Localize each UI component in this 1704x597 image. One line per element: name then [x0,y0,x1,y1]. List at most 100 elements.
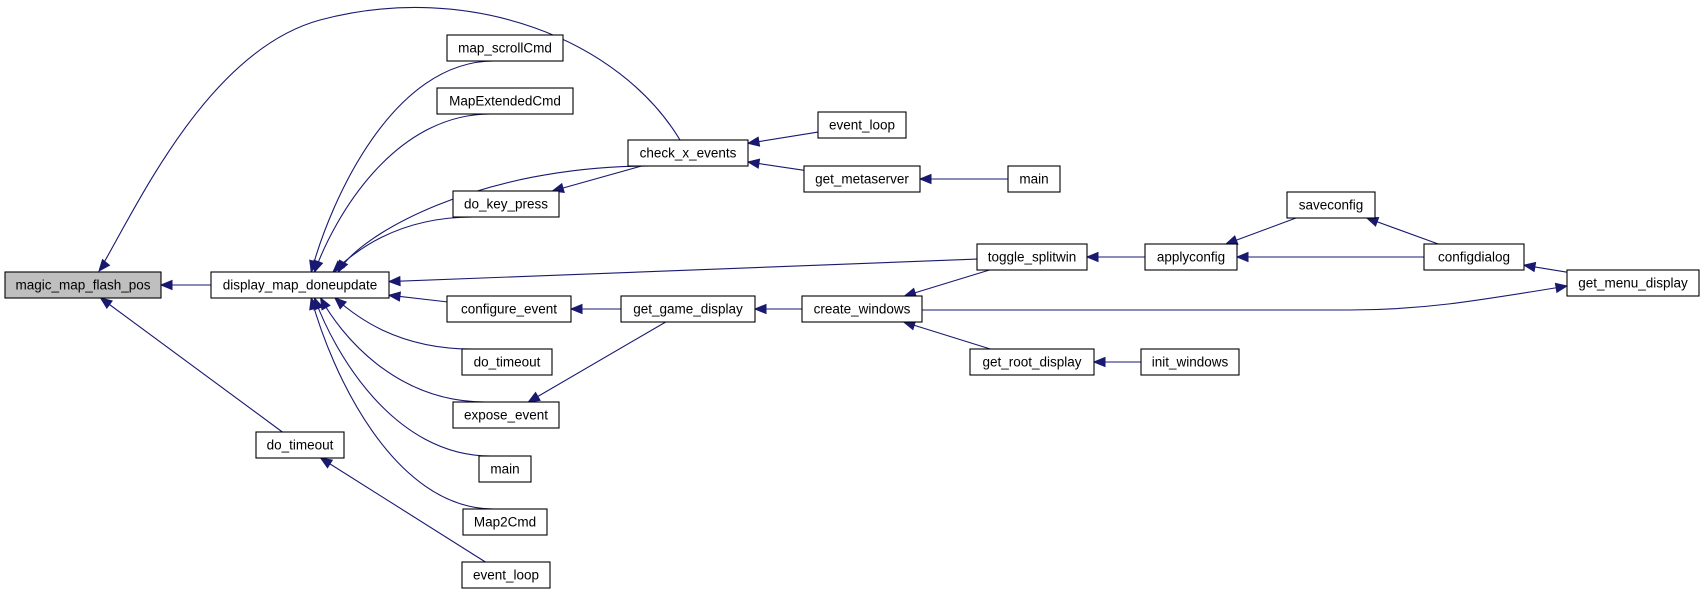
arrowhead [159,279,173,291]
edge-Map2Cmd-to-display_map_doneupdate [309,296,494,510]
arrowhead [1554,282,1569,294]
node-box [1566,269,1700,297]
node-label: init_windows [1152,355,1229,370]
node-do-key-press[interactable]: do_key_press [452,190,560,218]
edge-get_game_display-to-expose_event [527,321,666,403]
node-box [627,139,749,167]
edge-get_metaserver-to-check_x_events [746,158,805,171]
arrowhead [1224,235,1239,245]
node-label: main [490,462,519,477]
node-Map2Cmd[interactable]: Map2Cmd [462,508,548,536]
node-label: do_timeout [267,438,334,453]
node-do-timeout-b[interactable]: do_timeout [461,348,553,376]
edge-configdialog-to-applyconfig [1235,251,1424,263]
edge-line [310,60,494,273]
node-box [1144,243,1238,271]
node-box [462,508,548,536]
node-box [452,401,560,429]
node-configure-event[interactable]: configure_event [446,295,572,323]
edge-configdialog-to-saveconfig [1365,217,1439,245]
node-magic-map-flash-pos[interactable]: magic_map_flash_pos [4,271,162,299]
node-event-loop-a[interactable]: event_loop [461,561,551,589]
node-toggle-splitwin[interactable]: toggle_splitwin [976,243,1088,271]
node-label: get_root_display [982,355,1081,370]
node-label: expose_event [464,408,548,423]
arrowhead [753,303,767,315]
edge-check_x_events-to-magic_map_flash_pos [98,7,681,273]
node-main-b[interactable]: main [1007,165,1061,193]
edge-line [747,131,819,144]
node-get-game-display[interactable]: get_game_display [620,295,756,323]
node-init-windows[interactable]: init_windows [1140,348,1240,376]
node-label: event_loop [473,568,539,583]
node-label: main [1019,172,1048,187]
node-box [1423,243,1525,271]
arrowhead [313,259,324,274]
node-label: Map2Cmd [474,515,536,530]
arrowhead [99,297,113,310]
node-box [210,271,390,299]
node-get-root-display[interactable]: get_root_display [969,348,1095,376]
node-label: magic_map_flash_pos [15,278,150,293]
arrowhead [918,173,932,185]
edge-line [101,7,681,267]
edge-get_root_display-to-create_windows [902,320,991,350]
node-MapExtendedCmd[interactable]: MapExtendedCmd [436,87,574,115]
edge-get_menu_display-to-create_windows [922,282,1569,311]
edge-configure_event-to-display_map_doneupdate [387,291,448,303]
edge-line [903,321,991,350]
edge-line [1225,217,1297,245]
node-box [969,348,1095,376]
node-check-x-events[interactable]: check_x_events [627,139,749,167]
edge-check_x_events-to-display_map_doneupdate [337,165,650,274]
arrowhead [98,258,111,273]
arrowhead [1365,217,1380,227]
edge-toggle_splitwin-to-create_windows [903,269,990,298]
node-box [1140,348,1240,376]
edge-check_x_events-to-do_key_press [551,165,642,193]
node-get-metaserver[interactable]: get_metaserver [803,165,921,193]
node-display-map-doneupdate[interactable]: display_map_doneupdate [210,271,390,299]
edge-display_map_doneupdate-to-magic_map_flash_pos [159,279,211,291]
arrowhead [1085,251,1099,263]
arrowhead [309,296,320,311]
node-label: create_windows [814,302,911,317]
edge-line [313,297,491,457]
node-label: display_map_doneupdate [223,278,378,293]
node-label: toggle_splitwin [988,250,1077,265]
edge-create_windows-to-get_game_display [753,303,802,315]
edge-line [337,165,650,273]
node-box [817,111,907,139]
edge-get_menu_display-to-configdialog [1522,261,1568,273]
edge-line [320,457,486,563]
node-event-loop-b[interactable]: event_loop [817,111,907,139]
node-box [801,295,923,323]
node-configdialog[interactable]: configdialog [1423,243,1525,271]
arrowhead [1522,261,1537,273]
edge-line [100,297,283,433]
node-box [478,455,532,483]
node-main-a[interactable]: main [478,455,532,483]
edge-event_loop_a-to-do_timeout_a [319,457,486,563]
node-label: check_x_events [640,146,737,161]
node-applyconfig[interactable]: applyconfig [1144,243,1238,271]
node-do-timeout-a[interactable]: do_timeout [255,431,345,459]
node-label: applyconfig [1157,250,1225,265]
nodes-layer: magic_map_flash_pos display_map_doneupdat… [4,34,1700,589]
node-label: get_metaserver [815,172,909,187]
node-box [255,431,345,459]
node-create-windows[interactable]: create_windows [801,295,923,323]
node-box [461,348,553,376]
edge-line [313,113,491,273]
node-saveconfig[interactable]: saveconfig [1286,191,1376,219]
node-box [976,243,1088,271]
node-map-scrollCmd[interactable]: map_scrollCmd [446,34,564,62]
node-box [803,165,921,193]
arrowhead [746,158,761,169]
node-get-menu-display[interactable]: get_menu_display [1566,269,1700,297]
edge-applyconfig-to-toggle_splitwin [1085,251,1145,263]
arrowhead [1235,251,1249,263]
node-expose-event[interactable]: expose_event [452,401,560,429]
arrowhead [527,391,541,403]
edge-saveconfig-to-applyconfig [1224,217,1297,245]
